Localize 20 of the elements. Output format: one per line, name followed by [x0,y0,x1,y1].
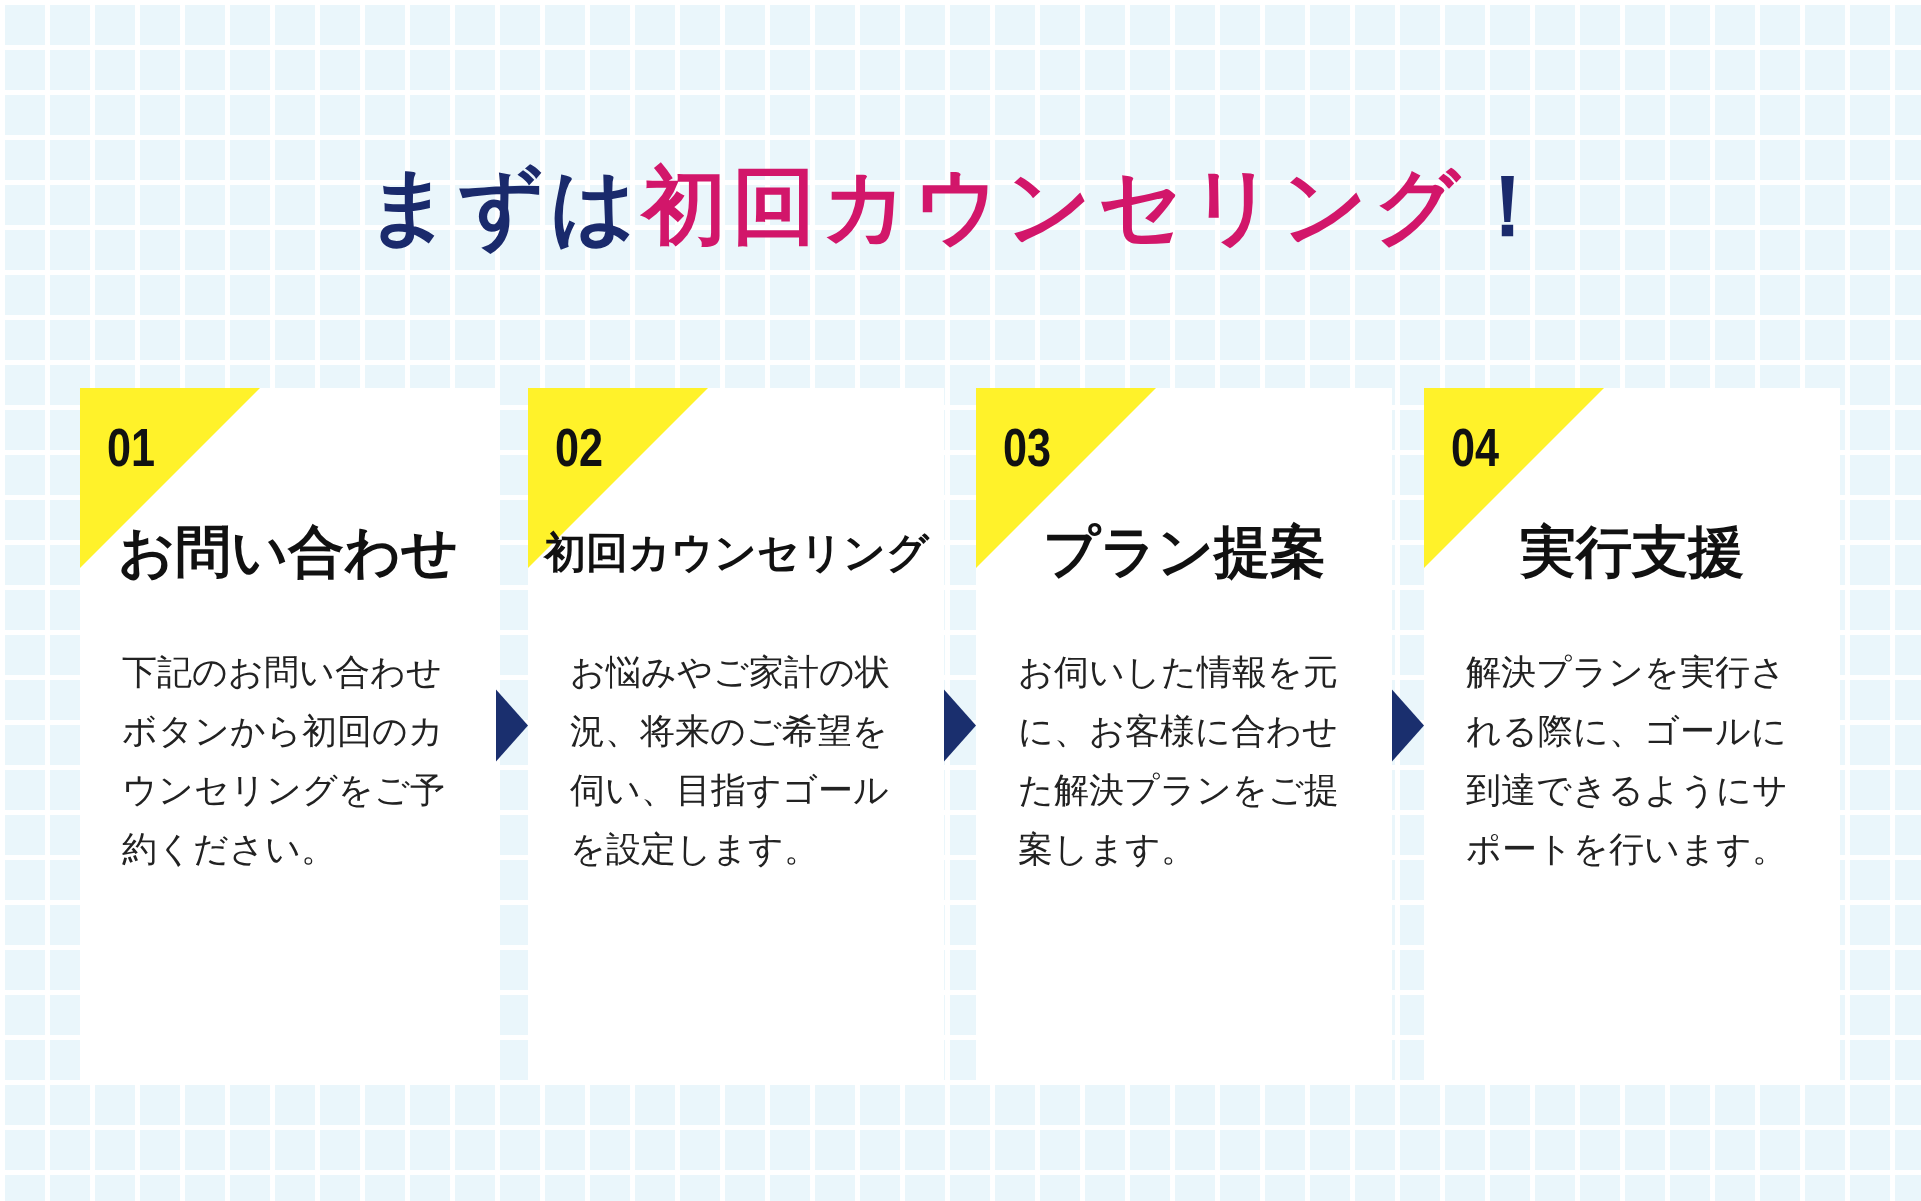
step-card [1424,388,1840,1083]
chevron-arrow [944,689,976,762]
step-description: 解決プランを実行される際に、ゴールに到達できるようにサポートを行います。 [1466,651,1789,871]
chevron-arrow [1392,689,1424,762]
step-number: 03 [1003,416,1052,478]
step-card [528,388,944,1083]
step-heading: 初回カウンセリング [542,527,931,579]
step-card [80,388,496,1083]
step-card [976,388,1392,1083]
step-heading: お問い合わせ [117,518,459,586]
step-heading: プラン提案 [1041,518,1327,586]
title: まずは初回カウンセリング！ [364,156,1557,257]
step-number: 02 [555,416,604,478]
step-number: 04 [1451,416,1500,478]
step-description: お悩みやご家計の状況、将来のご希望を伺い、目指すゴールを設定します。 [570,651,891,871]
chevron-arrow [496,689,528,762]
step-description: お伺いした情報を元に、お客様に合わせた解決プランをご提案します。 [1018,651,1340,871]
step-number: 01 [107,416,156,478]
step-description: 下記のお問い合わせボタンから初回のカウンセリングをご予約ください。 [122,651,446,871]
step-heading: 実行支援 [1519,518,1745,586]
